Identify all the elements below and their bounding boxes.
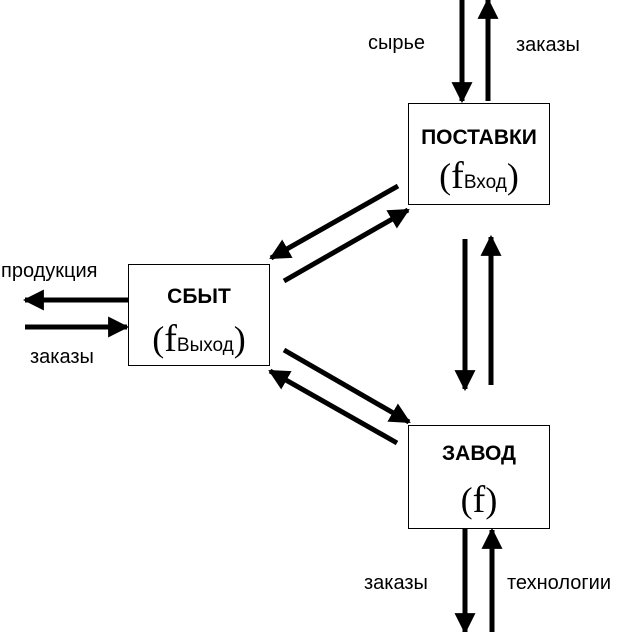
supply-function-letter: f xyxy=(451,155,464,197)
label-orders-plant: заказы xyxy=(364,572,428,594)
sales-title: СБЫТ xyxy=(167,285,231,308)
plant-box: ЗАВОД (f) xyxy=(408,425,550,529)
plant-title: ЗАВОД xyxy=(442,442,516,465)
label-orders-supply: заказы xyxy=(516,34,580,56)
label-products: продукция xyxy=(1,260,98,282)
plant-function: (f) xyxy=(460,479,498,521)
plant-function-letter: f xyxy=(472,479,486,521)
label-orders-sales: заказы xyxy=(30,346,94,368)
sales-function: (fВыход) xyxy=(152,318,246,360)
label-technologies: технологии xyxy=(507,572,612,594)
arrow-sales-to-plant xyxy=(282,347,411,425)
arrow-plant-to-sales xyxy=(268,368,399,446)
arrow-sales-to-supply xyxy=(282,207,410,284)
label-raw-materials: сырье xyxy=(368,32,426,54)
sales-function-subscript: Выход xyxy=(176,335,234,356)
supply-box: ПОСТАВКИ (fВход) xyxy=(408,103,550,205)
sales-box: СБЫТ (fВыход) xyxy=(128,264,270,366)
supply-title: ПОСТАВКИ xyxy=(421,126,537,149)
arrow-supply-to-sales xyxy=(269,183,400,261)
supply-function: (fВход) xyxy=(439,155,519,197)
supply-function-subscript: Вход xyxy=(463,172,507,193)
sales-function-letter: f xyxy=(164,318,177,360)
